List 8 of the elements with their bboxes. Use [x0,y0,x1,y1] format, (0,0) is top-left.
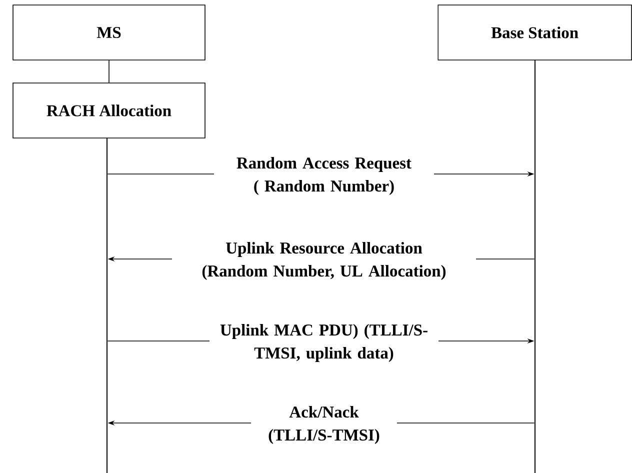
process-box: MS [12,4,206,60]
edge-label: Random Access Request ( Random Number) [214,155,434,197]
edge-label: Uplink MAC PDU) (TLLI/S-TMSI, uplink data) [210,322,438,364]
process-box: RACH Allocation [12,82,206,138]
edge-label: Uplink Resource Allocation (Random Number, UL Allocation) [172,240,476,282]
process-box: Base Station [438,4,632,60]
connector-line [108,60,110,83]
edge-label: Ack/Nack (TLLI/S-TMSI) [251,404,397,446]
